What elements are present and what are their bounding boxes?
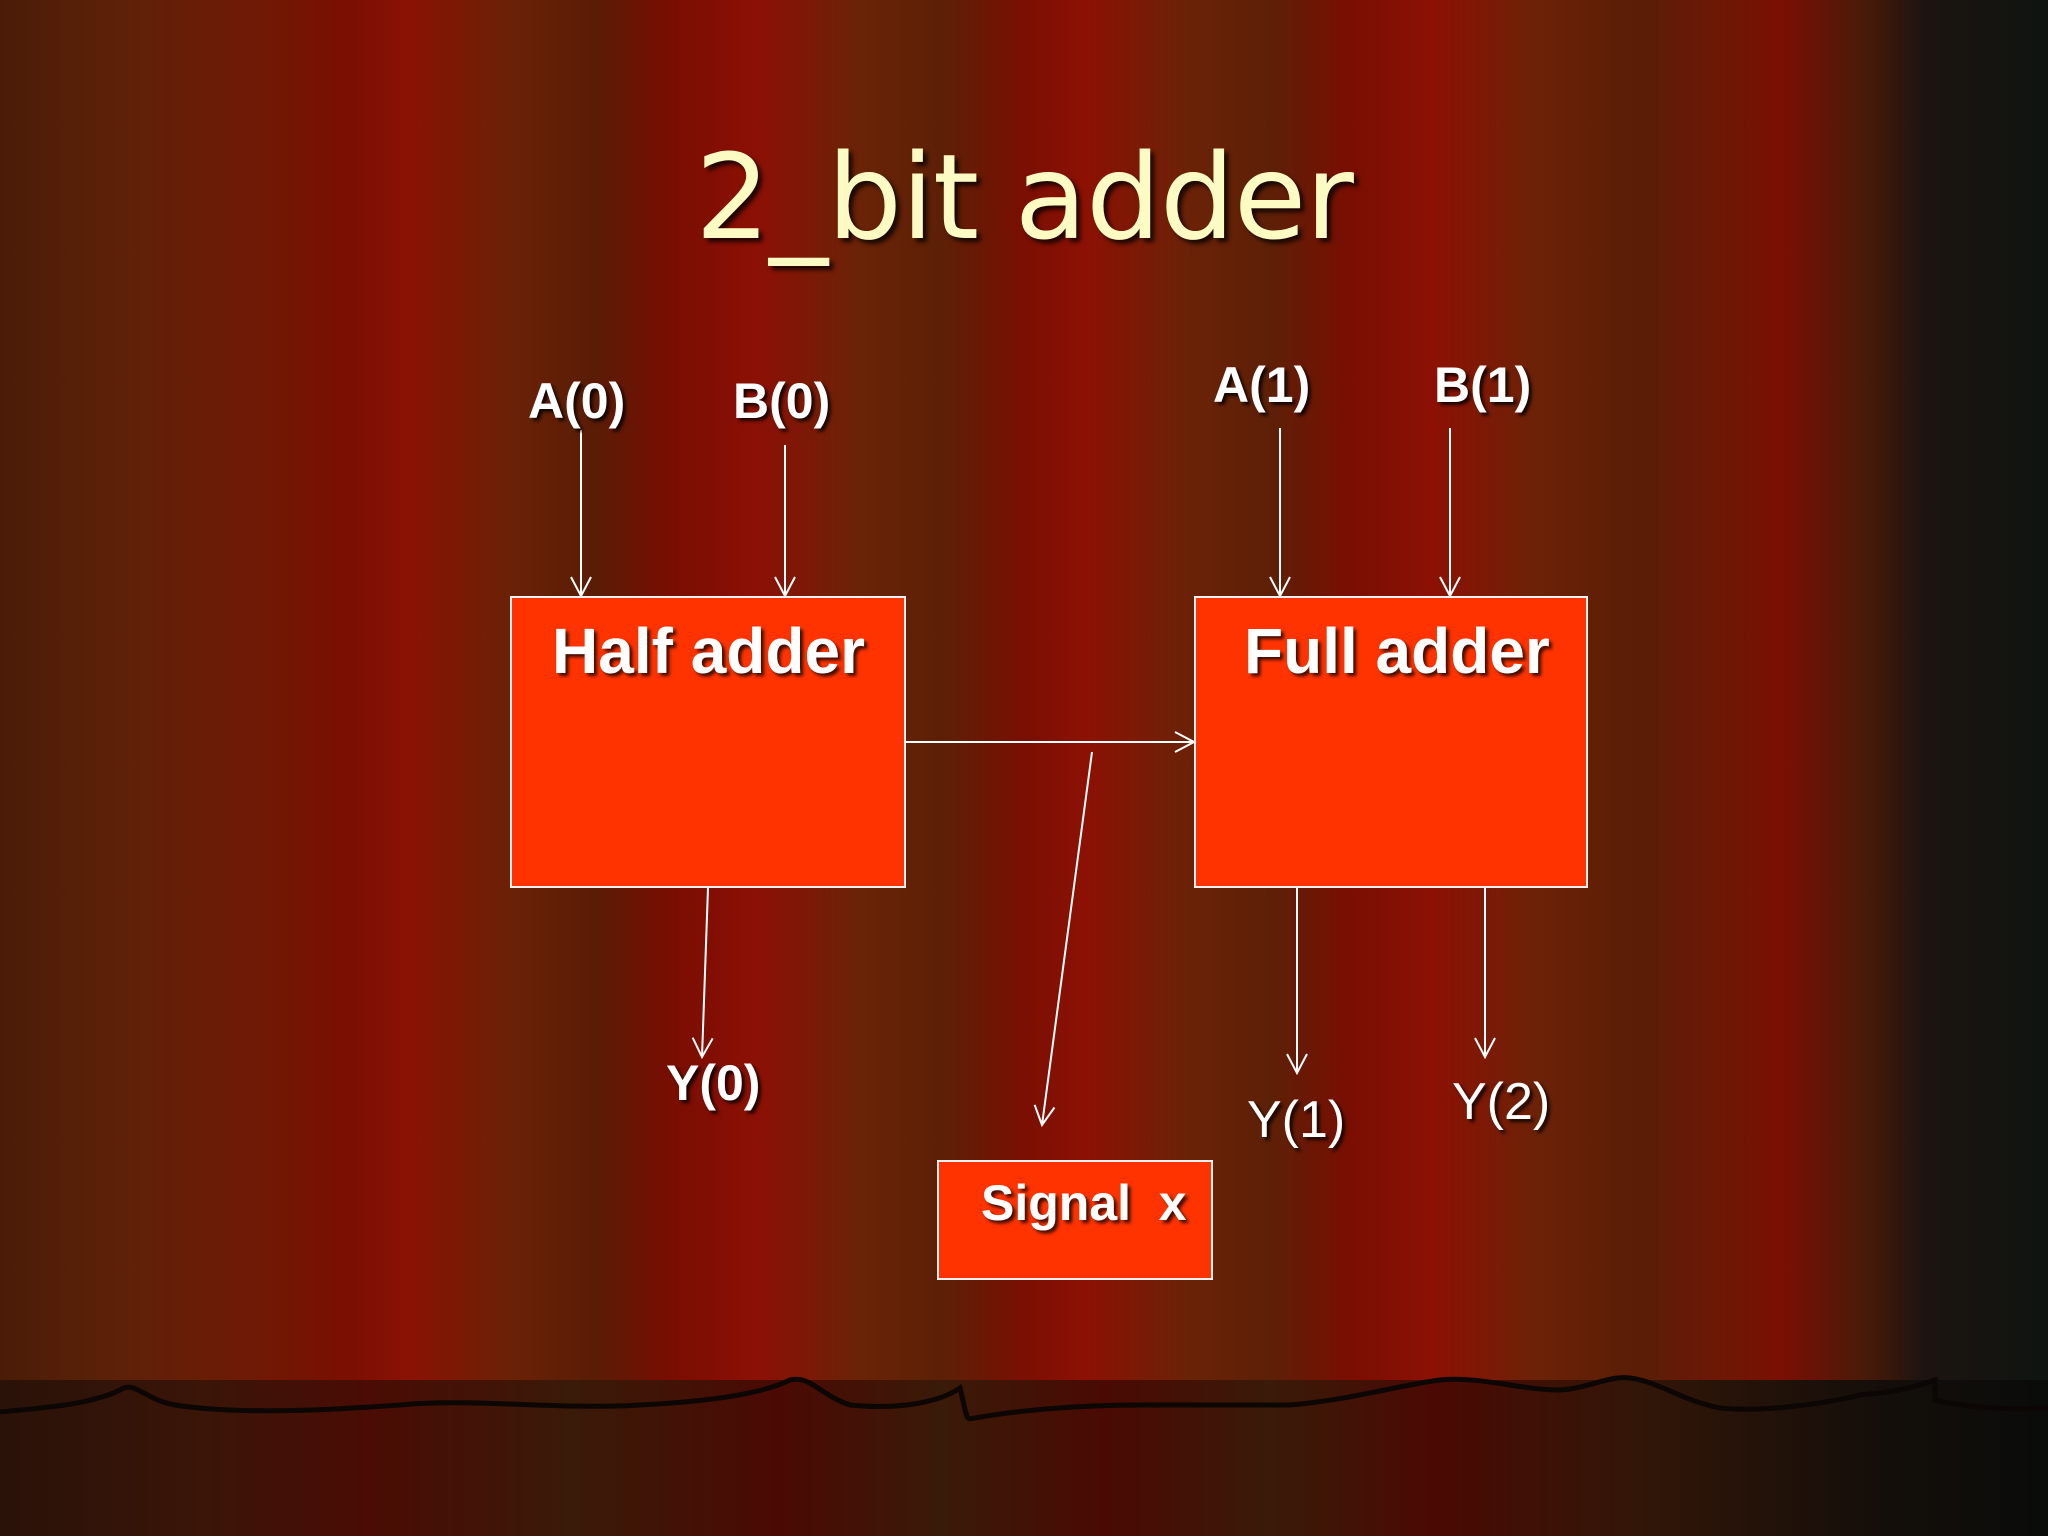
input-label-a0: A(0) xyxy=(528,373,626,429)
half-adder-block: Half adder xyxy=(510,596,906,888)
signal-x-block: Signal x xyxy=(937,1160,1213,1280)
full-adder-block: Full adder xyxy=(1194,596,1588,888)
wire-signal-x xyxy=(1042,751,1093,1125)
full-adder-label: Full adder xyxy=(1244,615,1550,687)
output-label-y2: Y(2) xyxy=(1452,1073,1551,1131)
wire-y0 xyxy=(702,887,708,1057)
output-label-y1: Y(1) xyxy=(1247,1091,1346,1149)
half-adder-label: Half adder xyxy=(552,615,865,687)
input-label-b1: B(1) xyxy=(1434,357,1532,413)
curtain-hem xyxy=(0,1375,2048,1422)
output-label-y0: Y(0) xyxy=(666,1054,760,1112)
slide-title: 2_bit adder xyxy=(695,128,1354,266)
input-label-a1: A(1) xyxy=(1213,357,1311,413)
output-label-y0-text: Y(0) xyxy=(666,1055,761,1111)
input-label-b0: B(0) xyxy=(733,373,831,429)
signal-x-label: Signal x xyxy=(981,1175,1187,1231)
